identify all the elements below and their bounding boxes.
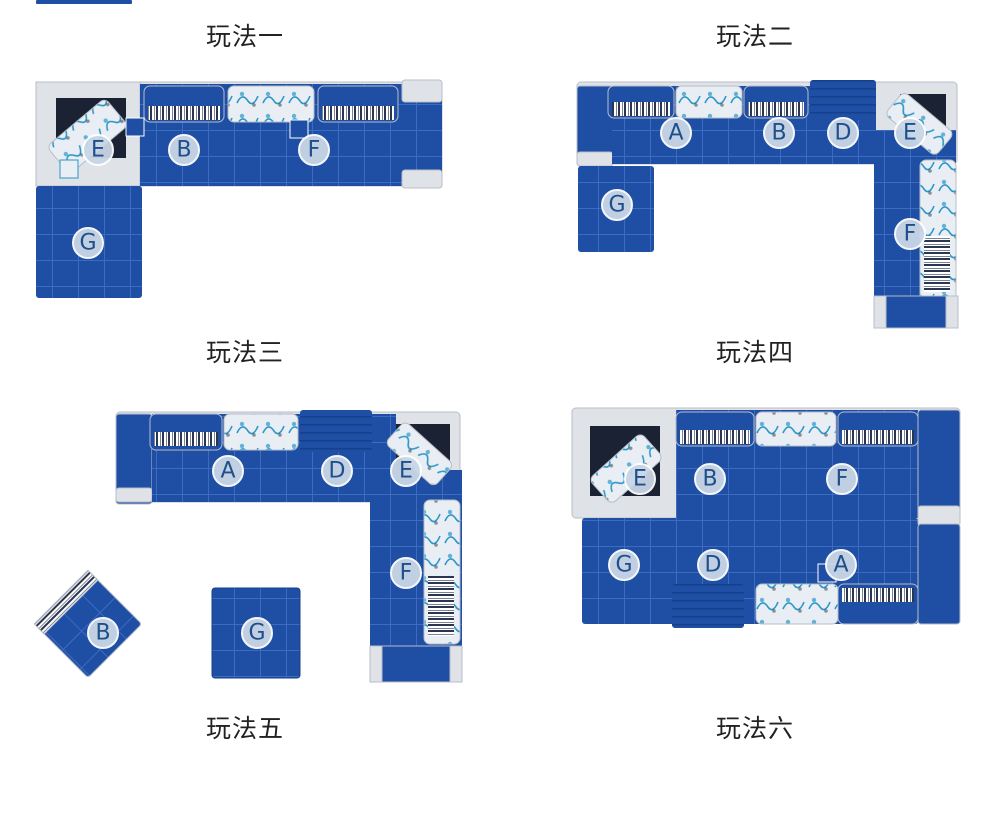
badge-label: D: [329, 459, 346, 484]
layout-4-plan: E B F G D A: [571, 407, 961, 628]
badge-A: [825, 549, 857, 581]
badge-label: G: [615, 553, 632, 578]
badge-F: [826, 463, 858, 495]
badge-label: G: [79, 231, 96, 256]
badge-G: [601, 189, 633, 221]
cushion: [675, 85, 743, 119]
armrest: [576, 151, 614, 167]
badge-label: F: [904, 222, 917, 247]
badge-D: [321, 455, 353, 487]
badge-E: [894, 117, 926, 149]
layout-2-plan: A B D E G F: [576, 80, 959, 329]
armrest: [945, 295, 959, 329]
layout-1-plan: E B F G: [35, 79, 443, 298]
badge-B: [168, 134, 200, 166]
cushion: [755, 411, 837, 447]
badge-label: A: [220, 459, 235, 484]
armrest: [449, 645, 463, 683]
cushion-stripes: [322, 106, 394, 120]
armrest: [401, 79, 443, 103]
badge-label: G: [248, 621, 265, 646]
armrest: [917, 505, 961, 527]
cushion-stripes: [33, 569, 99, 635]
cushion: [289, 119, 309, 139]
badge-G: [241, 617, 273, 649]
badge-E: [624, 463, 656, 495]
cushion: [59, 159, 79, 179]
badge-label: F: [400, 561, 413, 586]
badge-E: [82, 134, 114, 166]
armrest: [917, 523, 961, 625]
armrest: [401, 169, 443, 189]
cushion-stripes: [748, 102, 804, 116]
badge-label: E: [399, 459, 413, 484]
badge-label: B: [176, 138, 191, 163]
badge-label: G: [608, 193, 625, 218]
badge-B: [763, 117, 795, 149]
layout-3-plan: A D E F B G: [33, 410, 463, 683]
seat: [369, 645, 463, 683]
cushion-stripes: [842, 430, 914, 444]
badge-label: E: [633, 467, 647, 492]
badge-F: [298, 134, 330, 166]
badge-E: [390, 455, 422, 487]
cushion: [223, 413, 299, 451]
badge-label: F: [308, 138, 321, 163]
badge-F: [390, 557, 422, 589]
badge-label: F: [836, 467, 849, 492]
badge-label: B: [771, 121, 786, 146]
ottoman-pleat: [810, 80, 876, 120]
badge-label: B: [702, 467, 717, 492]
ottoman-pleat: [672, 584, 744, 628]
seat: [873, 295, 959, 329]
cushion: [227, 85, 315, 123]
layout-title-3: 玩法三: [205, 338, 285, 367]
badge-label: E: [91, 138, 105, 163]
armrest: [369, 645, 383, 683]
cushion: [755, 583, 839, 625]
badge-B: [694, 463, 726, 495]
armrest: [873, 295, 887, 329]
badge-label: D: [705, 553, 722, 578]
top-fragment: [36, 0, 132, 4]
layout-title-4: 玩法四: [715, 338, 795, 367]
cushion-stripes: [428, 576, 454, 636]
cushion: [125, 117, 145, 137]
ottoman-pleat: [300, 410, 372, 452]
badge-D: [697, 549, 729, 581]
cushion-stripes: [154, 432, 218, 446]
layout-title-2: 玩法二: [715, 22, 795, 51]
badge-label: E: [903, 121, 917, 146]
badge-A: [660, 117, 692, 149]
badge-label: D: [835, 121, 852, 146]
armrest: [115, 487, 153, 503]
badge-G: [608, 549, 640, 581]
badge-label: A: [668, 121, 683, 146]
badge-label: B: [95, 621, 110, 646]
badge-B: [87, 617, 119, 649]
badge-label: A: [833, 553, 848, 578]
layout-title-1: 玩法一: [205, 22, 285, 51]
badge-A: [212, 455, 244, 487]
badge-G: [72, 227, 104, 259]
cushion-stripes: [680, 430, 750, 444]
badge-D: [827, 117, 859, 149]
cushion-stripes: [148, 106, 220, 120]
cushion-stripes: [842, 588, 914, 602]
armrest: [917, 409, 961, 515]
cushion-stripes: [612, 102, 670, 116]
layout-title-6: 玩法六: [715, 714, 795, 743]
badge-F: [894, 218, 926, 250]
cushion-stripes: [924, 236, 950, 292]
layout-title-5: 玩法五: [205, 714, 285, 743]
